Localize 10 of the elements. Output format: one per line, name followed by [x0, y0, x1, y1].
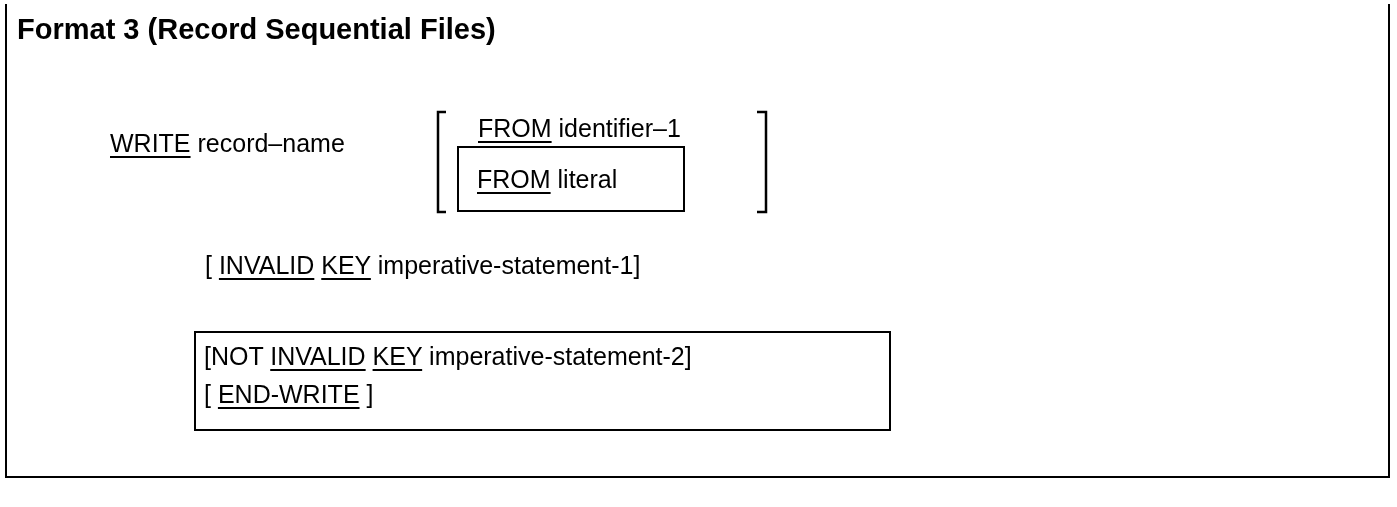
syntax-clause: [NOT INVALID KEY imperative-statement-2]	[204, 341, 692, 371]
syntax-clause: FROM literal	[477, 164, 618, 194]
syntax-clause: [ INVALID KEY imperative-statement-1]	[205, 250, 641, 280]
syntax-clause: FROM identifier–1	[478, 113, 681, 143]
format-heading: Format 3 (Record Sequential Files)	[17, 12, 496, 46]
option-box	[194, 331, 891, 431]
option-box	[457, 146, 685, 212]
syntax-panel	[5, 4, 1390, 478]
syntax-clause: WRITE record–name	[110, 128, 345, 158]
syntax-clause: [ END-WRITE ]	[204, 379, 374, 409]
